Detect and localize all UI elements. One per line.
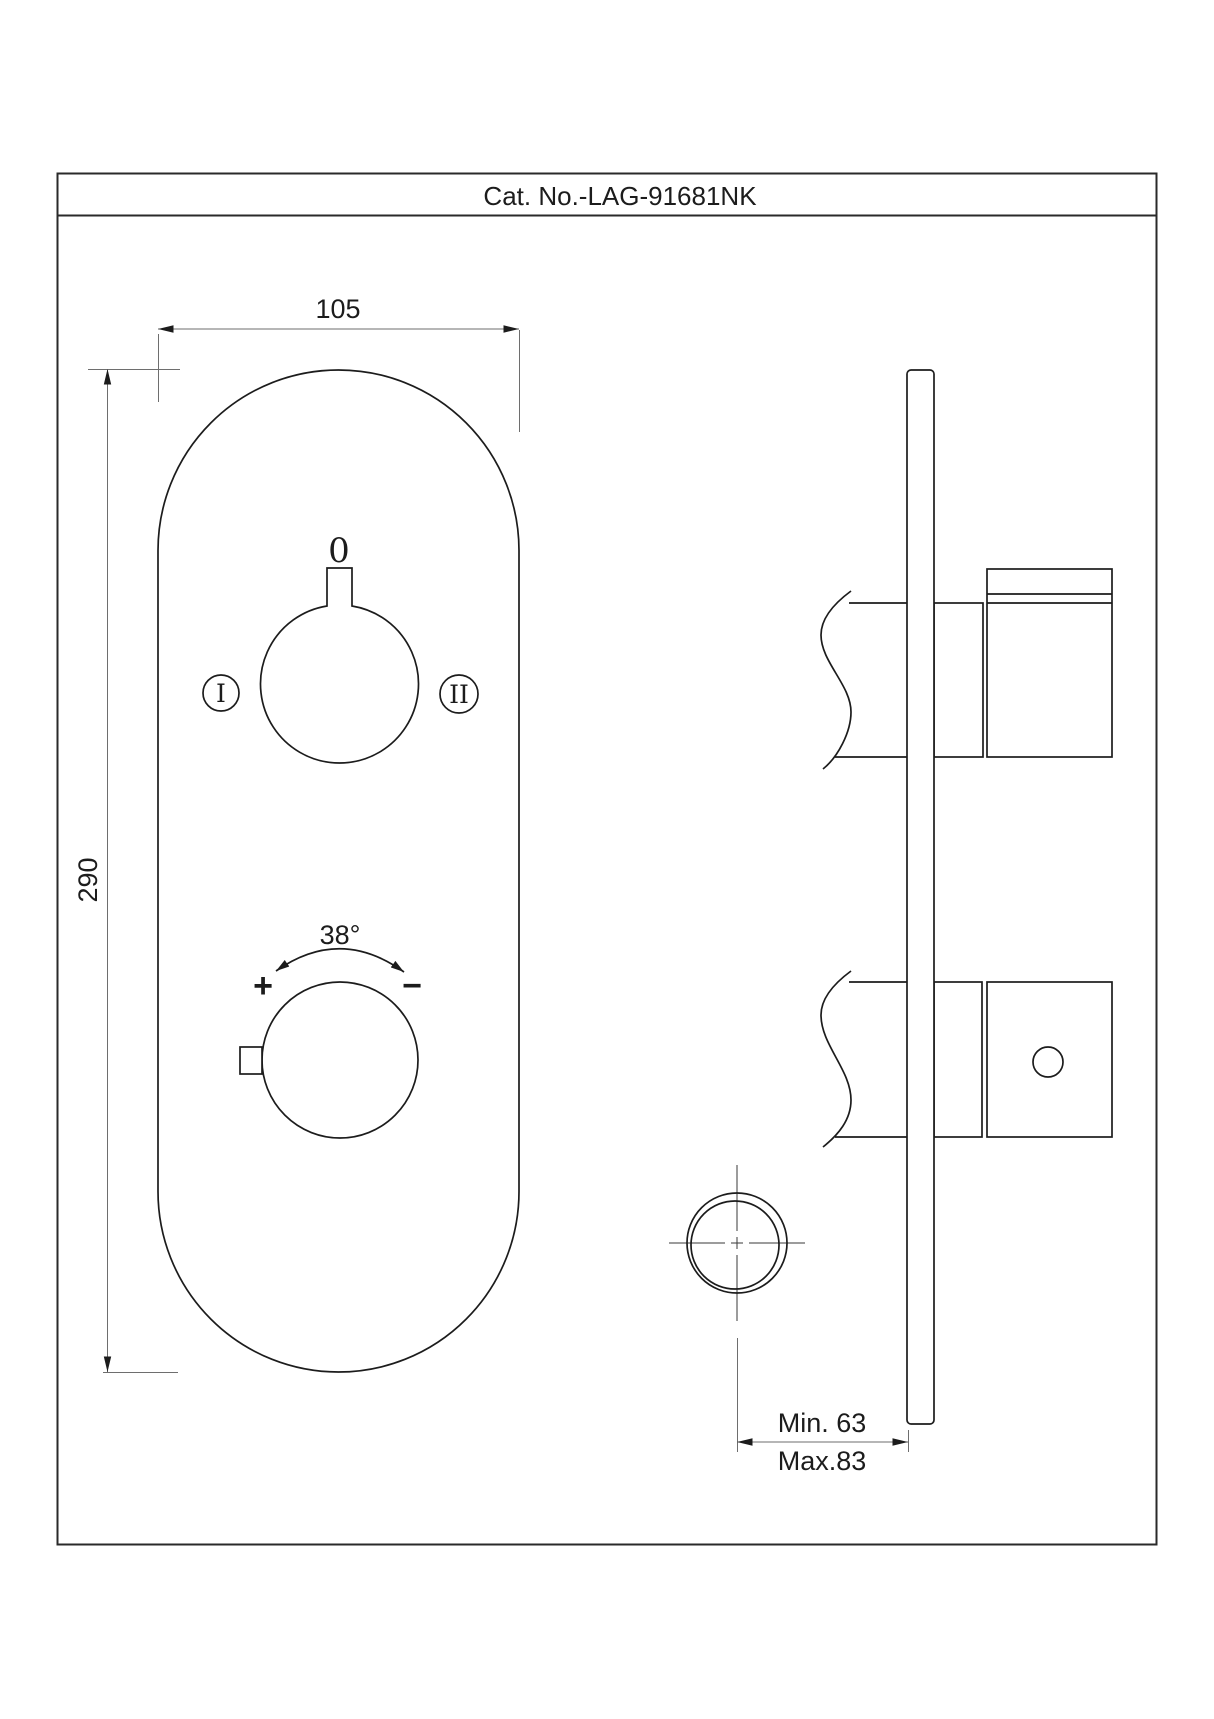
break-line <box>820 590 852 770</box>
wall-plate-edge <box>906 369 935 1425</box>
installation-depth-dimension: Min. 63 Max.83 <box>737 1338 909 1476</box>
diverter-zero-label: 0 <box>328 531 350 571</box>
lower-valve-body <box>820 970 983 1148</box>
front-view: 105 290 0 I II 38° + − <box>73 294 520 1373</box>
upper-valve-body <box>820 590 984 770</box>
position-two-circle <box>439 674 479 714</box>
plus-label: + <box>253 967 273 1005</box>
width-dimension: 105 <box>158 294 520 432</box>
temperature-knob-outline <box>261 981 419 1139</box>
body-front-section <box>933 981 983 1138</box>
catalog-number-label: Cat. No.-LAG-91681NK <box>483 181 757 211</box>
body-front-section <box>933 602 984 758</box>
position-two-label: II <box>449 680 469 709</box>
temperature-knob: 38° + − <box>239 920 422 1139</box>
height-dimension: 290 <box>73 369 180 1373</box>
side-view: Min. 63 Max.83 <box>669 369 1113 1476</box>
rotation-arc-arrow <box>275 947 405 973</box>
position-one-label: I <box>216 679 226 708</box>
drawing-frame: Cat. No.-LAG-91681NK <box>56 172 1158 1546</box>
depth-max-label: Max.83 <box>778 1446 867 1476</box>
knob-block <box>986 568 1113 758</box>
depth-min-label: Min. 63 <box>778 1408 867 1438</box>
break-line <box>820 970 852 1148</box>
border-rect <box>56 172 1158 1546</box>
diverter-knob-outline <box>259 567 420 764</box>
diverter-knob: 0 I II <box>202 531 479 764</box>
outlet-outer-circle <box>686 1192 788 1294</box>
width-dimension-label: 105 <box>315 294 360 324</box>
diverter-knob-side <box>986 568 1113 758</box>
minus-label: − <box>402 967 422 1005</box>
outlet-port <box>669 1165 805 1322</box>
position-one-circle <box>202 674 240 712</box>
knob-block <box>986 981 1113 1138</box>
temperature-knob-tab <box>239 1046 263 1075</box>
trim-plate-outline <box>157 369 520 1373</box>
height-dimension-label: 290 <box>73 857 103 902</box>
angle-dimension-label: 38° <box>320 920 361 950</box>
outlet-inner-circle <box>690 1200 780 1290</box>
temperature-knob-side <box>986 981 1113 1138</box>
knob-detail-circle <box>1032 1046 1064 1078</box>
